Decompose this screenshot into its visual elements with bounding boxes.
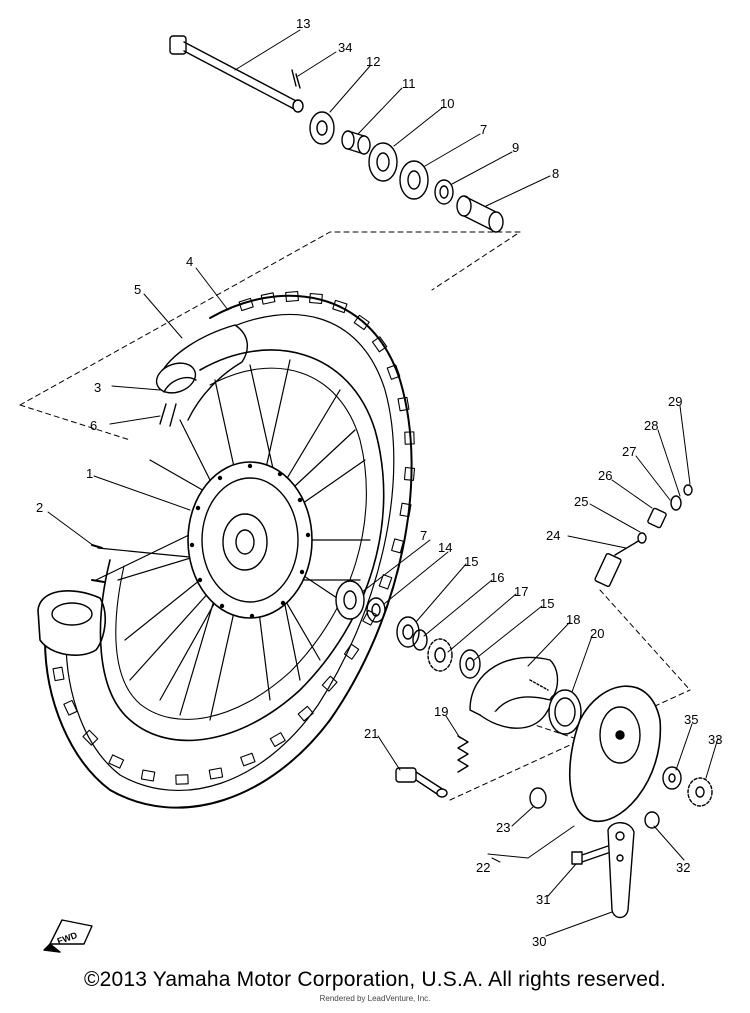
callout-5: 5 bbox=[134, 282, 141, 297]
callout-8: 8 bbox=[552, 166, 559, 181]
tire-tread bbox=[52, 290, 416, 785]
cam-shaft bbox=[395, 767, 448, 798]
lever-nut bbox=[644, 811, 660, 829]
inner-tube bbox=[155, 324, 248, 421]
callout-29: 29 bbox=[668, 394, 682, 409]
rim-band bbox=[163, 376, 197, 393]
fwd-arrow bbox=[43, 919, 93, 953]
callout-9: 9 bbox=[512, 140, 519, 155]
callout-21: 21 bbox=[364, 726, 378, 741]
lock-washer bbox=[412, 629, 428, 651]
callout-6: 6 bbox=[90, 418, 97, 433]
callout-26: 26 bbox=[598, 468, 612, 483]
brake-plate bbox=[568, 685, 662, 823]
callout-14: 14 bbox=[438, 540, 452, 555]
return-spring bbox=[457, 735, 469, 773]
bearing-right bbox=[399, 160, 429, 200]
meter-gear bbox=[427, 638, 453, 672]
callout-7: 7 bbox=[480, 122, 487, 137]
circlip bbox=[434, 179, 454, 205]
callout-3: 3 bbox=[94, 380, 101, 395]
callout-1: 1 bbox=[86, 466, 93, 481]
callout-25: 25 bbox=[574, 494, 588, 509]
callout-4: 4 bbox=[186, 254, 193, 269]
callout-30: 30 bbox=[532, 934, 546, 949]
callout-24: 24 bbox=[546, 528, 560, 543]
callout-19: 19 bbox=[434, 704, 448, 719]
bearing-hub-right bbox=[335, 580, 365, 620]
callout-31: 31 bbox=[536, 892, 550, 907]
axle-nut bbox=[687, 777, 713, 807]
callout-2: 2 bbox=[36, 500, 43, 515]
brake-shoe bbox=[469, 656, 559, 729]
callout-17: 17 bbox=[514, 584, 528, 599]
callout-13: 13 bbox=[296, 16, 310, 31]
tire bbox=[37, 290, 416, 809]
dust-seal bbox=[548, 689, 582, 735]
hub-spoke-holes bbox=[189, 463, 311, 619]
callout-numbers: 13 34 12 11 10 7 9 8 4 5 3 6 1 2 29 28 2… bbox=[36, 16, 722, 949]
leader-lines bbox=[47, 29, 719, 937]
callout-20: 20 bbox=[590, 626, 604, 641]
spacer-flange bbox=[341, 130, 371, 155]
callout-35: 35 bbox=[684, 712, 698, 727]
callout-18: 18 bbox=[566, 612, 580, 627]
callout-33: 33 bbox=[708, 732, 722, 747]
cotter-pin bbox=[291, 69, 301, 89]
oil-seal-second bbox=[459, 649, 481, 679]
callout-28: 28 bbox=[644, 418, 658, 433]
oil-seal bbox=[309, 111, 335, 145]
lever-bolt bbox=[571, 845, 609, 865]
callout-12: 12 bbox=[366, 54, 380, 69]
cam-lever bbox=[607, 822, 635, 919]
collar-spacer bbox=[456, 195, 504, 233]
callout-11: 11 bbox=[402, 76, 416, 91]
callout-23: 23 bbox=[496, 820, 510, 835]
plate-washer bbox=[662, 766, 682, 790]
copyright-notice: ©2013 Yamaha Motor Corporation, U.S.A. A… bbox=[83, 968, 667, 991]
callout-7-hub: 7 bbox=[420, 528, 427, 543]
meter-drive-assembly bbox=[594, 484, 693, 588]
valve-stem bbox=[159, 403, 177, 427]
callout-15: 15 bbox=[464, 554, 478, 569]
circlip-right bbox=[366, 597, 386, 623]
rim bbox=[99, 349, 385, 742]
callout-32: 32 bbox=[676, 860, 690, 875]
callout-34: 34 bbox=[338, 40, 352, 55]
rubber-plug bbox=[529, 787, 547, 809]
axle bbox=[169, 35, 304, 113]
callout-15-second: 15 bbox=[540, 596, 554, 611]
bearing-left bbox=[368, 142, 398, 182]
callout-10: 10 bbox=[440, 96, 454, 111]
callout-22: 22 bbox=[476, 860, 490, 875]
hub bbox=[187, 461, 313, 619]
callout-27: 27 bbox=[622, 444, 636, 459]
callout-16: 16 bbox=[490, 570, 504, 585]
rendered-by-notice: Rendered by LeadVenture, Inc. bbox=[319, 994, 431, 1003]
